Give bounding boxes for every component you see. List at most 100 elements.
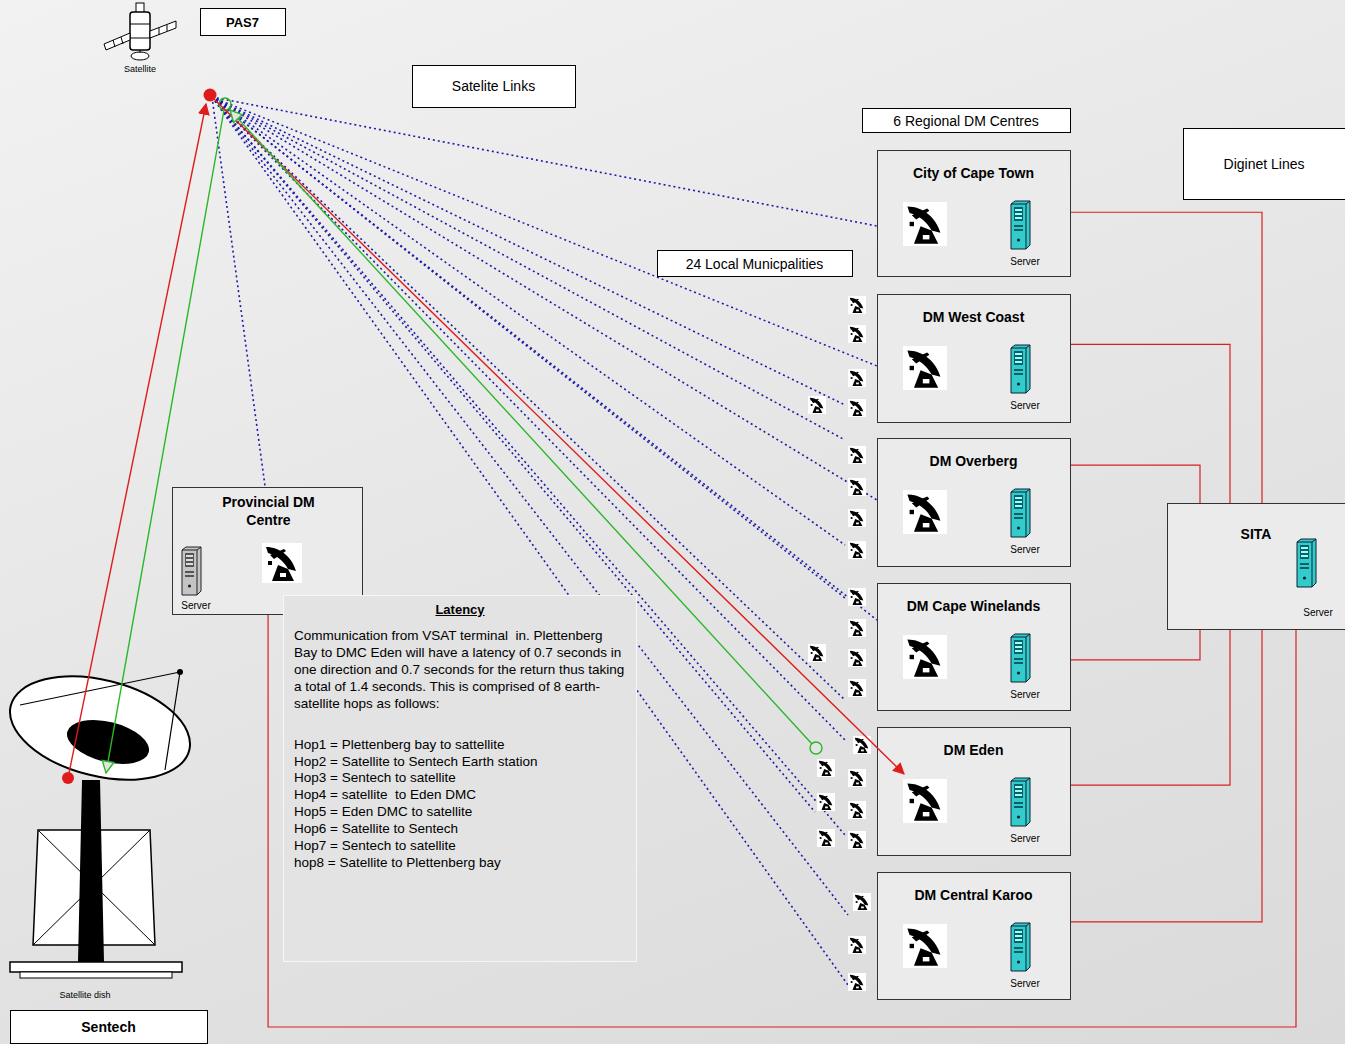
note-text: Communication from VSAT terminal in. Ple… (294, 628, 626, 712)
server-icon (1011, 201, 1030, 249)
local-municipality-dish (817, 829, 835, 847)
region-title: DM Eden (878, 742, 1069, 760)
satellite-icon (159, 25, 167, 35)
server-caption: Server (1000, 400, 1050, 413)
local-municipality-dish (848, 801, 866, 819)
local-municipality-dish (848, 619, 866, 637)
box-label: 6 Regional DM Centres (863, 113, 1069, 131)
diginet-line (268, 615, 1296, 1027)
earth-station-dish (20, 672, 180, 770)
station-name-box: Sentech (10, 1010, 208, 1044)
local-municipality-dish (848, 541, 866, 559)
satellite-uplink (62, 89, 231, 785)
hop-line: Hop1 = Plettenberg bay to sattellite (294, 737, 626, 754)
local-municipality-dish (848, 831, 866, 849)
diginet-lines (268, 212, 1296, 1027)
local-municipality-dish (848, 679, 866, 697)
vsat-dish-icon (903, 635, 947, 679)
vsat-dish-icon (262, 202, 947, 968)
local-municipality-dish (848, 509, 866, 527)
region-title: DM Central Karoo (878, 887, 1069, 905)
server-icon (182, 201, 1316, 971)
local-municipality-dish (848, 769, 866, 787)
earth-station-dish (177, 669, 183, 675)
region-centre-box: City of Cape TownServer (877, 150, 1071, 277)
local-municipality-dish (848, 399, 866, 417)
vsat-dish-icon (903, 924, 947, 968)
vsat-dish-icon (903, 779, 947, 823)
diginet-line (1071, 212, 1262, 503)
title-box: Satelite Links (412, 65, 576, 108)
box-label: PAS7 (201, 15, 284, 31)
server-icon (1011, 489, 1030, 537)
box-label: Sentech (11, 1019, 206, 1037)
satellite-name-box: PAS7 (200, 8, 286, 36)
hop-line: Hop7 = Sentech to satellite (294, 838, 626, 855)
region-title: DM West Coast (878, 309, 1069, 327)
sita-box: SITA Server (1167, 503, 1345, 630)
satellite-links (212, 97, 265, 486)
diginet-line (1071, 465, 1200, 503)
local-municipality-dish (848, 649, 866, 667)
satellite-links (212, 97, 877, 226)
local-municipality-dish (808, 296, 871, 991)
local-municipality-dish (848, 325, 866, 343)
region-centre-box: DM Cape WinelandsServer (877, 583, 1071, 711)
server-icon (1297, 539, 1316, 587)
satellite-icon (150, 21, 176, 38)
title-box: 24 Local Municpalities (657, 250, 853, 277)
earth-station-dish (0, 659, 201, 978)
local-municipality-dish (817, 793, 835, 811)
local-municipality-dish (853, 736, 871, 754)
satellite-uplink (68, 104, 206, 778)
hop-line: Hop4 = satellite to Eden DMC (294, 787, 626, 804)
local-municipality-dish (808, 396, 826, 414)
diginet-line (1071, 630, 1262, 922)
local-municipality-dish (853, 893, 871, 911)
server-icon (1011, 634, 1030, 682)
local-municipality-dish (848, 446, 866, 464)
server-caption: Server (1294, 607, 1342, 620)
region-centre-box: DM West CoastServer (877, 294, 1071, 423)
local-municipality-dish (848, 369, 866, 387)
vsat-dish-icon (262, 543, 302, 583)
hop-line: Hop6 = Satellite to Sentech (294, 821, 626, 838)
satellite-icon (130, 38, 150, 39)
hop-line: Hop2 = Satellite to Sentech Earth statio… (294, 754, 626, 771)
local-municipality-dish (848, 296, 866, 314)
vsat-dish-icon (903, 490, 947, 534)
satellite-icon (131, 52, 149, 60)
vsat-dish-icon (903, 202, 947, 246)
server-caption: Server (1000, 544, 1050, 557)
satellite-icon (130, 12, 150, 50)
server-caption: Server (1000, 833, 1050, 846)
eden-satellite-path (214, 99, 904, 774)
region-title: DM Cape Winelands (878, 598, 1069, 616)
satellite-links (212, 97, 845, 545)
diginet-line (1071, 630, 1200, 660)
region-title: SITA (1168, 526, 1344, 544)
hop-line: Hop5 = Eden DMC to satellite (294, 804, 626, 821)
local-municipality-dish (808, 644, 826, 662)
earth-station-dish (78, 780, 104, 962)
earth-station-dish (20, 972, 172, 978)
earth-station-dish (0, 659, 201, 797)
local-municipality-dish (848, 936, 866, 954)
hop-line: hop8 = Satellite to Plettenberg bay (294, 855, 626, 872)
server-caption: Server (173, 600, 219, 613)
satellite-links (212, 97, 877, 366)
satellite-icon (130, 24, 150, 25)
server-icon (1011, 923, 1030, 971)
hop-line: Hop3 = Sentech to satellite (294, 770, 626, 787)
eden-satellite-path (214, 99, 904, 774)
note-heading: Latency (294, 602, 626, 618)
satellite-uplink (219, 98, 231, 110)
satellite-icon (140, 50, 141, 53)
satellite-icon (113, 37, 123, 47)
title-box: 6 Regional DM Centres (862, 108, 1071, 133)
satellite-uplink (62, 772, 74, 784)
server-caption: Server (1000, 978, 1050, 991)
region-title: City of Cape Town (878, 165, 1069, 183)
eden-satellite-path (810, 742, 822, 754)
region-centre-box: DM Central KarooServer (877, 872, 1071, 1000)
